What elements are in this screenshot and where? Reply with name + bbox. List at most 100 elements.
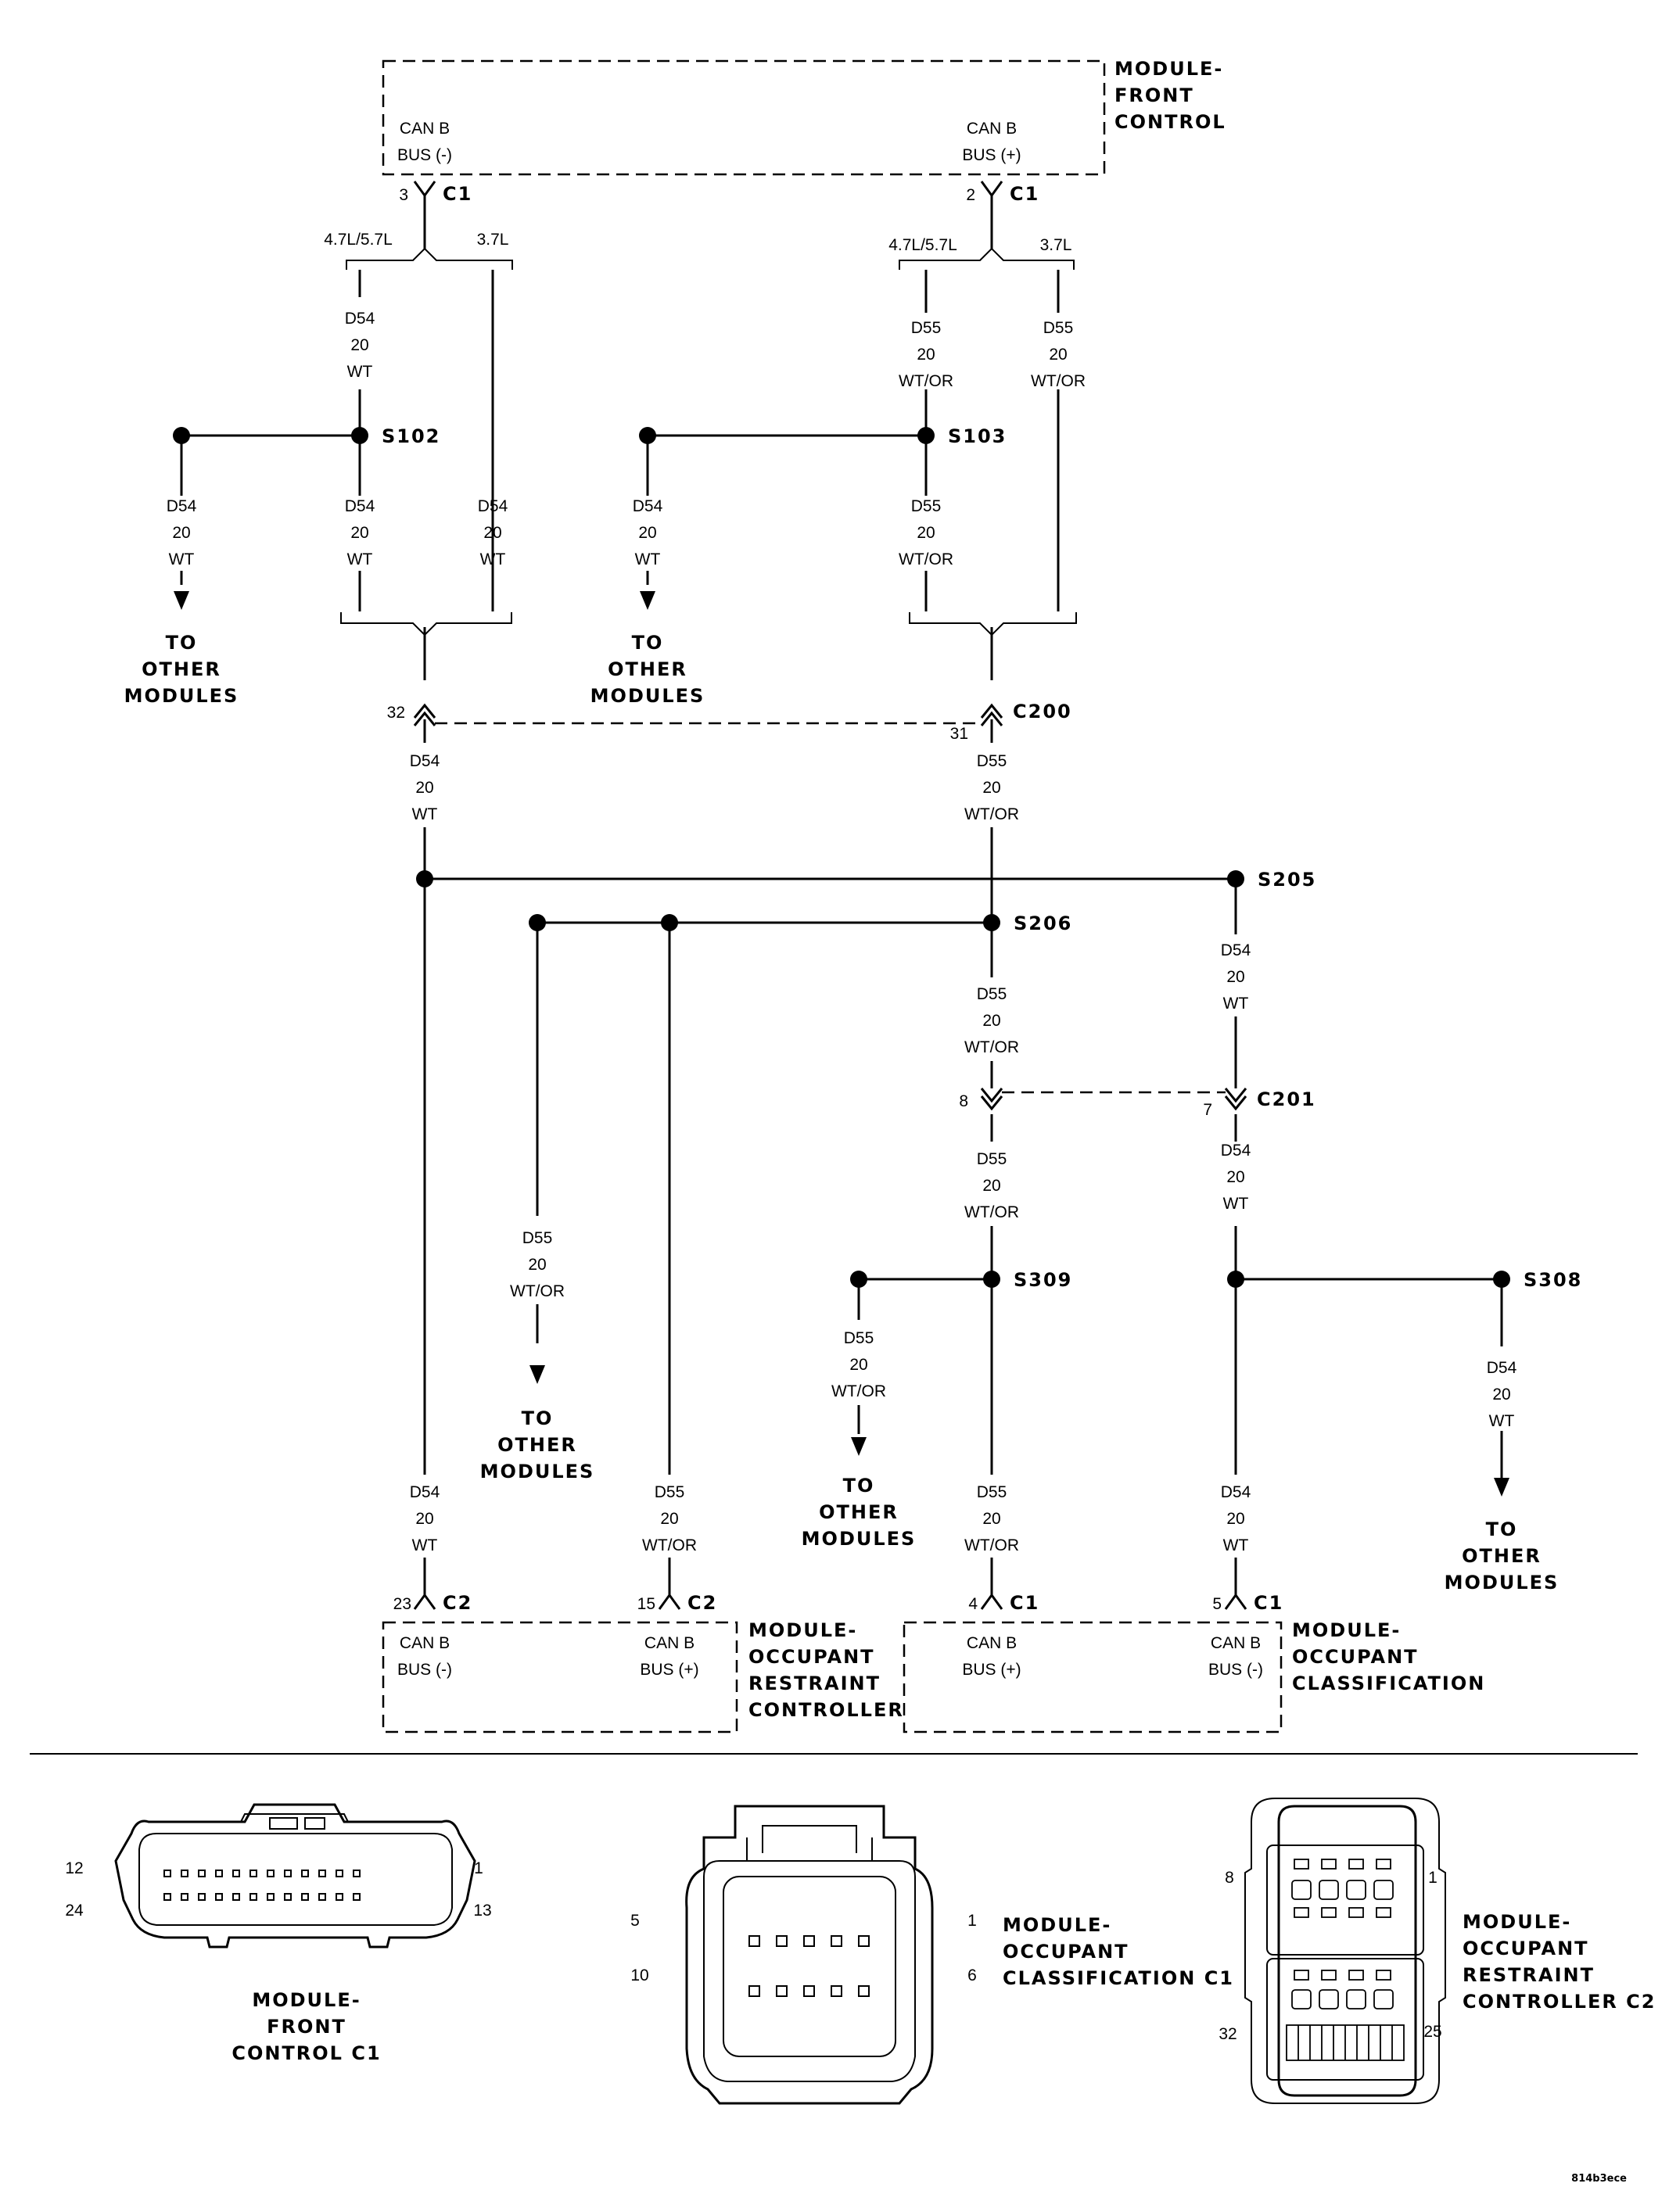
svg-text:TO: TO: [1486, 1518, 1518, 1540]
svg-text:23: 23: [393, 1595, 411, 1613]
svg-text:WT/OR: WT/OR: [899, 550, 953, 568]
wire-label-d55: D55 20 WT/OR: [1031, 319, 1086, 390]
svg-text:WT/OR: WT/OR: [831, 1382, 886, 1400]
wire-label-d54: D54 20 WT: [1221, 1142, 1251, 1213]
svg-text:C1: C1: [1010, 183, 1039, 205]
svg-text:20: 20: [483, 524, 501, 542]
arrow-down-icon: [851, 1437, 867, 1456]
svg-text:CONTROLLER C2: CONTROLLER C2: [1463, 1991, 1656, 2013]
classification-c1-pin-4: 4 C1: [968, 1589, 1039, 1614]
svg-text:20: 20: [350, 336, 368, 354]
svg-text:C1: C1: [1010, 1592, 1039, 1614]
svg-text:D55: D55: [977, 985, 1007, 1003]
to-other-modules-1: TO OTHER MODULES: [124, 591, 239, 707]
wire-label-d55: D55 20 WT/OR: [831, 1329, 886, 1400]
wire-label-d55: D55 20 WT/OR: [964, 1483, 1019, 1554]
svg-text:D54: D54: [478, 497, 508, 515]
svg-text:D55: D55: [844, 1329, 874, 1347]
svg-text:C2: C2: [443, 1592, 472, 1614]
arrow-down-icon: [529, 1365, 545, 1384]
svg-text:MODULE-: MODULE-: [1463, 1911, 1571, 1933]
svg-text:OTHER: OTHER: [819, 1501, 899, 1523]
svg-text:C201: C201: [1257, 1088, 1316, 1110]
svg-text:3.7L: 3.7L: [1040, 236, 1072, 254]
classification-c1-pin-5: 5 C1: [1212, 1589, 1282, 1614]
svg-text:FRONT: FRONT: [267, 2016, 346, 2038]
svg-text:20: 20: [917, 524, 935, 542]
svg-text:20: 20: [982, 1510, 1000, 1528]
splice-s103: S103: [948, 425, 1007, 447]
svg-text:TO: TO: [522, 1407, 554, 1429]
svg-text:WT: WT: [1223, 995, 1249, 1013]
svg-text:20: 20: [1226, 968, 1244, 986]
svg-text:OTHER: OTHER: [608, 658, 687, 680]
svg-text:D54: D54: [1221, 1142, 1251, 1160]
arrow-down-icon: [1494, 1478, 1509, 1497]
svg-text:WT: WT: [635, 550, 661, 568]
svg-text:C2: C2: [687, 1592, 717, 1614]
fcm-pin-bus-plus-1: CAN B: [967, 120, 1017, 138]
svg-text:1: 1: [1428, 1869, 1437, 1887]
connector-c200: 32 31 C200: [387, 701, 1071, 743]
svg-text:WT/OR: WT/OR: [964, 1038, 1019, 1056]
svg-text:D54: D54: [345, 497, 375, 515]
svg-text:15: 15: [637, 1595, 655, 1613]
svg-text:WT/OR: WT/OR: [899, 372, 953, 390]
to-other-modules-5: TO OTHER MODULES: [1445, 1478, 1557, 1594]
wire-label-d54: D54 20 WT: [1487, 1359, 1517, 1430]
arrow-down-icon: [640, 591, 655, 610]
svg-text:WT: WT: [412, 805, 438, 823]
svg-text:20: 20: [528, 1256, 546, 1274]
splice-s308: S308: [1524, 1269, 1582, 1291]
fcm-pin-bus-plus-2: BUS (+): [962, 146, 1021, 164]
splice-s309: S309: [1014, 1269, 1072, 1291]
svg-text:WT: WT: [412, 1536, 438, 1554]
svg-text:8: 8: [959, 1092, 968, 1110]
svg-text:3: 3: [399, 186, 408, 204]
svg-text:20: 20: [415, 1510, 433, 1528]
svg-text:10: 10: [630, 1966, 648, 1984]
engine-option-split-left: 4.7L/5.7L 3.7L: [324, 231, 513, 270]
svg-text:CAN B: CAN B: [967, 1634, 1017, 1652]
restraint-c2-pin-23: 23 C2: [393, 1589, 472, 1614]
svg-text:D54: D54: [1487, 1359, 1517, 1377]
svg-text:WT: WT: [347, 550, 373, 568]
svg-text:32: 32: [387, 704, 405, 722]
svg-text:TO: TO: [843, 1475, 875, 1497]
svg-text:WT/OR: WT/OR: [1031, 372, 1086, 390]
svg-text:3.7L: 3.7L: [477, 231, 509, 249]
svg-text:D55: D55: [1043, 319, 1074, 337]
module-front-control-title-2: FRONT: [1114, 84, 1194, 106]
svg-text:25: 25: [1423, 2023, 1441, 2041]
wire-label-d54: D54 20 WT: [345, 310, 375, 381]
to-other-modules-2: TO OTHER MODULES: [590, 591, 703, 707]
svg-text:4.7L/5.7L: 4.7L/5.7L: [888, 236, 957, 254]
svg-text:20: 20: [1049, 346, 1067, 364]
wire-label-d54: D54 20 WT: [167, 497, 197, 568]
svg-text:MODULES: MODULES: [124, 685, 239, 707]
svg-text:13: 13: [473, 1902, 491, 1920]
svg-text:WT/OR: WT/OR: [642, 1536, 697, 1554]
wire-label-d54: D54 20 WT: [410, 1483, 440, 1554]
svg-text:CAN B: CAN B: [1211, 1634, 1261, 1652]
svg-text:D55: D55: [655, 1483, 685, 1501]
splice-s102: S102: [382, 425, 440, 447]
restraint-c2-pin-15: 15 C2: [637, 1589, 717, 1614]
to-other-modules-4: TO OTHER MODULES: [802, 1437, 914, 1550]
svg-text:D55: D55: [977, 752, 1007, 770]
harness-merge-brackets: [340, 612, 1077, 636]
wire-labels: D54 20 WT D54 20 WT D54 20 WT D54 20 WT …: [167, 310, 1517, 1554]
svg-text:D54: D54: [345, 310, 375, 328]
svg-text:20: 20: [415, 779, 433, 797]
svg-text:1: 1: [967, 1912, 977, 1930]
connector-view-restraint-controller-c2: 8 32 1 25 MODULE- OCCUPANT RESTRAINT CON…: [1219, 1798, 1656, 2104]
connector-view-front-control-c1: 12 24 1 13 MODULE- FRONT CONTROL C1: [65, 1803, 492, 2064]
svg-text:BUS (+): BUS (+): [640, 1661, 698, 1679]
svg-text:8: 8: [1225, 1869, 1234, 1887]
svg-text:OTHER: OTHER: [1462, 1545, 1542, 1567]
svg-text:D54: D54: [410, 752, 440, 770]
wire-label-d55: D55 20 WT/OR: [899, 319, 953, 390]
svg-text:BUS (+): BUS (+): [962, 1661, 1021, 1679]
svg-text:D54: D54: [410, 1483, 440, 1501]
connector-c201: 8 7 C201: [959, 1088, 1315, 1119]
